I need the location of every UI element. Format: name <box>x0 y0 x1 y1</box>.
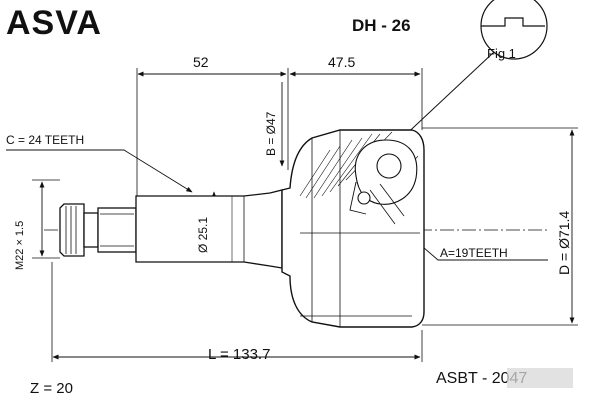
dimension-length-b: 47.5 <box>328 54 356 70</box>
extension-lines <box>32 68 578 362</box>
b-diameter-label: B = Ø47 <box>264 111 278 156</box>
outer-teeth-label: C = 24 TEETH <box>6 133 85 147</box>
dimension-lines <box>39 71 575 360</box>
thread-label: M22 × 1.5 <box>14 220 26 270</box>
c-teeth-leader <box>6 149 193 193</box>
inner-teeth-label: A=19TEETH <box>440 246 508 260</box>
figure-label: Fig 1 <box>487 46 516 61</box>
brand-logo: ASVA <box>6 4 102 42</box>
dimension-length-a: 52 <box>193 54 209 70</box>
asbt-code: ASBT - 2047 <box>436 370 528 387</box>
part-number: DH - 26 <box>352 16 411 35</box>
shaft-body <box>59 189 283 269</box>
inner-race <box>349 139 418 225</box>
z-count-label: Z = 20 <box>30 380 73 397</box>
fig-leader-line <box>399 51 495 141</box>
shaft-diameter-label: Ø 25.1 <box>196 216 210 253</box>
d-diameter-label: D = Ø71.4 <box>556 210 572 275</box>
watermark-stamp <box>507 368 573 388</box>
total-length-label: L = 133.7 <box>208 346 271 363</box>
fig1-detail <box>480 0 548 60</box>
